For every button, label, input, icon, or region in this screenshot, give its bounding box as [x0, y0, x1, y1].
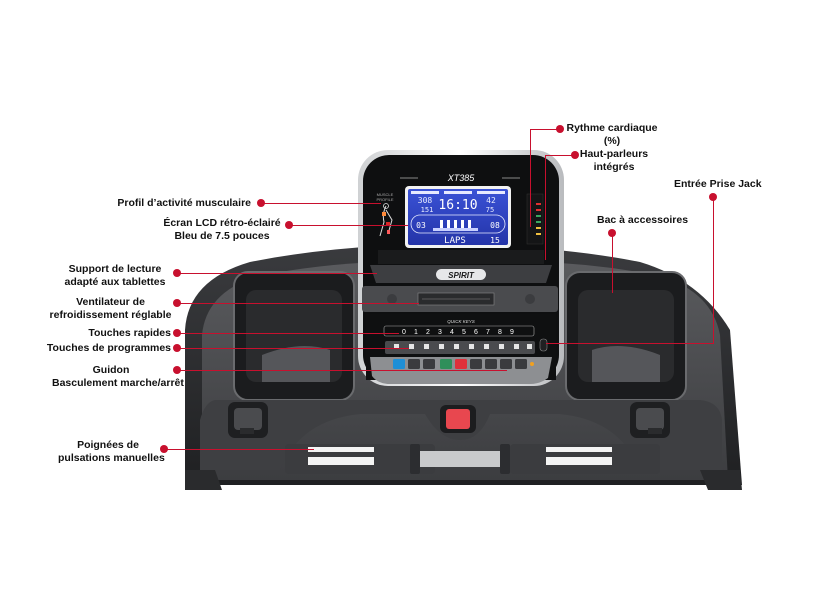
callout-line-heart-rate: [530, 129, 558, 130]
label-accessory-tray: Bac à accessoires: [597, 214, 689, 226]
callout-line-pulse: [164, 449, 314, 450]
callout-line-quick-keys: [177, 333, 399, 334]
callout-line-tablet: [177, 273, 377, 274]
label-handlebar-toggle: Guidon Basculement marche/arrêt: [52, 364, 184, 389]
label-pulse-grips: Poignées de pulsations manuelles: [58, 439, 165, 464]
svg-text:0: 0: [402, 329, 406, 336]
label-quick-keys: Touches rapides: [88, 327, 171, 339]
callout-dot-program-keys: [173, 344, 181, 352]
label-jack-input: Entrée Prise Jack: [674, 178, 762, 190]
callout-line-heart-rate-v: [530, 129, 531, 227]
label-heart-rate: Rythme cardiaque (%): [566, 122, 658, 147]
svg-text:SPIRIT: SPIRIT: [448, 271, 475, 280]
svg-text:03: 03: [416, 221, 426, 230]
svg-text:15: 15: [490, 236, 500, 245]
callout-dot-jack: [709, 193, 717, 201]
label-lcd: Écran LCD rétro-éclairé Bleu de 7.5 pouc…: [163, 217, 281, 242]
svg-text:308: 308: [418, 196, 433, 205]
svg-text:16:10: 16:10: [438, 198, 477, 213]
callout-line-handlebar: [177, 370, 507, 371]
callout-dot-handlebar: [173, 366, 181, 374]
svg-text:75: 75: [486, 206, 494, 214]
svg-text:1: 1: [414, 329, 418, 336]
svg-text:151: 151: [421, 206, 434, 214]
svg-text:PROFILE: PROFILE: [376, 197, 393, 202]
callout-line-tray: [612, 233, 613, 293]
label-speakers: Haut-parleurs intégrés: [579, 148, 649, 173]
svg-text:6: 6: [474, 329, 478, 336]
svg-text:4: 4: [450, 329, 454, 336]
svg-text:QUICK KEYS: QUICK KEYS: [447, 319, 475, 324]
callout-line-jack-h: [546, 343, 714, 344]
callout-dot-tray: [608, 229, 616, 237]
callout-dot-pulse: [160, 445, 168, 453]
svg-text:MUSCLE: MUSCLE: [377, 192, 394, 197]
svg-text:XT385: XT385: [447, 173, 476, 183]
svg-text:7: 7: [486, 329, 490, 336]
callout-dot-speakers: [571, 151, 579, 159]
svg-text:3: 3: [438, 329, 442, 336]
callout-dot-fan: [173, 299, 181, 307]
label-cooling-fan: Ventilateur de refroidissement réglable: [49, 296, 172, 321]
svg-text:5: 5: [462, 329, 466, 336]
callout-dot-muscle-profile: [257, 199, 265, 207]
callout-line-program-keys: [177, 348, 409, 349]
svg-text:42: 42: [486, 196, 496, 205]
svg-text:2: 2: [426, 329, 430, 336]
callout-dot-tablet: [173, 269, 181, 277]
label-muscle-profile: Profil d’activité musculaire: [117, 197, 251, 209]
callout-line-lcd: [290, 225, 408, 226]
label-tablet-holder: Support de lecture adapté aux tablettes: [64, 263, 166, 288]
callout-line-speakers-v: [545, 155, 546, 260]
svg-text:8: 8: [498, 329, 502, 336]
callout-line-speakers: [545, 155, 573, 156]
callout-line-fan: [177, 303, 419, 304]
label-program-keys: Touches de programmes: [46, 342, 171, 354]
svg-text:9: 9: [510, 329, 514, 336]
svg-text:LAPS: LAPS: [444, 236, 466, 246]
callout-dot-lcd: [285, 221, 293, 229]
callout-line-muscle-profile: [261, 203, 381, 204]
callout-line-jack-v: [713, 197, 714, 343]
callout-dot-quick-keys: [173, 329, 181, 337]
callout-dot-heart-rate: [556, 125, 564, 133]
svg-text:08: 08: [490, 221, 500, 230]
